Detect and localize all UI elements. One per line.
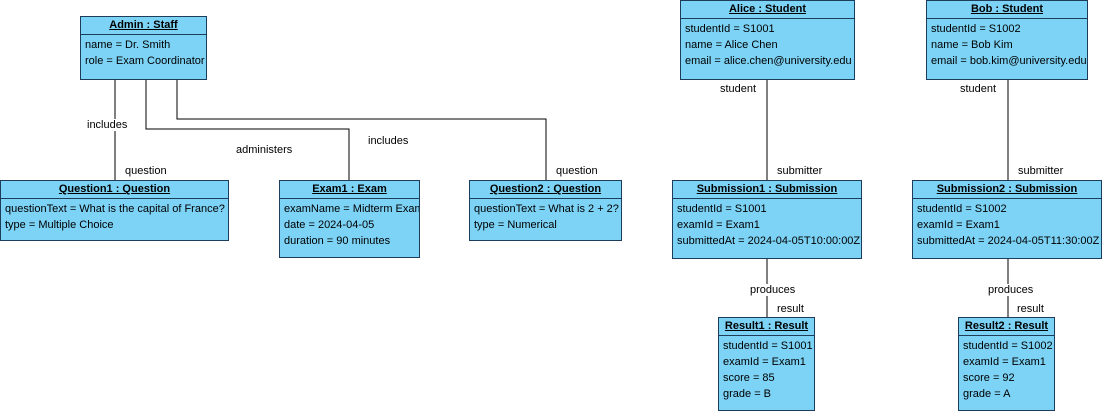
object-bob-student[interactable]: Bob : Student studentId = S1002 name = B… (926, 0, 1088, 80)
object-alice-student[interactable]: Alice : Student studentId = S1001 name =… (680, 0, 855, 80)
label-produces: produces (750, 284, 796, 296)
attribute: score = 92 (963, 372, 1015, 384)
object-submission1[interactable]: Submission1 : Submission studentId = S10… (672, 180, 862, 259)
object-title: Submission2 : Submission (913, 181, 1101, 199)
object-result2[interactable]: Result2 : Result studentId = S1002 examI… (958, 317, 1055, 411)
object-submission2[interactable]: Submission2 : Submission studentId = S10… (912, 180, 1102, 259)
attribute: examId = Exam1 (723, 356, 806, 368)
attribute: studentId = S1002 (963, 340, 1053, 352)
attribute: type = Numerical (474, 219, 557, 231)
label-administers: administers (236, 144, 293, 156)
attribute: name = Dr. Smith (85, 39, 171, 51)
object-title: Question1 : Question (1, 181, 228, 199)
label-question-role: question (556, 165, 598, 177)
attribute: studentId = S1001 (685, 23, 775, 35)
attribute: examId = Exam1 (677, 219, 760, 231)
attribute: grade = B (723, 388, 772, 400)
attribute: role = Exam Coordinator (85, 55, 205, 67)
object-title: Exam1 : Exam (280, 181, 419, 199)
object-exam1[interactable]: Exam1 : Exam examName = Midterm Exam dat… (279, 180, 420, 258)
label-result-role: result (1017, 303, 1044, 315)
label-submitter-role: submitter (1018, 165, 1064, 177)
link-admin-question2 (176, 80, 547, 180)
attribute: studentId = S1001 (677, 203, 767, 215)
object-title: Alice : Student (681, 1, 854, 19)
attribute: examId = Exam1 (963, 356, 1046, 368)
object-title: Result1 : Result (719, 318, 814, 336)
object-title: Result2 : Result (959, 318, 1054, 336)
attribute: studentId = S1001 (723, 340, 813, 352)
object-result1[interactable]: Result1 : Result studentId = S1001 examI… (718, 317, 815, 411)
attribute: studentId = S1002 (931, 23, 1021, 35)
attribute: name = Alice Chen (685, 39, 778, 51)
attribute: email = alice.chen@university.edu (685, 55, 852, 67)
attribute: submittedAt = 2024-04-05T10:00:00Z (677, 235, 861, 247)
object-title: Submission1 : Submission (673, 181, 861, 199)
attribute: questionText = What is the capital of Fr… (5, 203, 225, 215)
object-question1[interactable]: Question1 : Question questionText = What… (0, 180, 229, 241)
attribute: type = Multiple Choice (5, 219, 114, 231)
object-title: Bob : Student (927, 1, 1087, 19)
attribute: submittedAt = 2024-04-05T11:30:00Z (917, 235, 1100, 247)
attribute: studentId = S1002 (917, 203, 1007, 215)
attribute: grade = A (963, 388, 1011, 400)
label-student-role: student (720, 83, 757, 95)
label-result-role: result (777, 303, 804, 315)
attribute: examName = Midterm Exam (284, 203, 420, 215)
attribute: date = 2024-04-05 (284, 219, 375, 231)
label-produces: produces (988, 284, 1034, 296)
attribute: email = bob.kim@university.edu (931, 55, 1087, 67)
attribute: questionText = What is 2 + 2? (474, 203, 619, 215)
attribute: score = 85 (723, 372, 775, 384)
object-question2[interactable]: Question2 : Question questionText = What… (469, 180, 622, 241)
attribute: examId = Exam1 (917, 219, 1000, 231)
label-submitter-role: submitter (777, 165, 823, 177)
label-includes: includes (87, 119, 128, 131)
object-title: Admin : Staff (81, 17, 206, 35)
object-admin-staff[interactable]: Admin : Staff name = Dr. Smith role = Ex… (80, 16, 207, 80)
label-student-role: student (960, 83, 997, 95)
attribute: duration = 90 minutes (284, 235, 391, 247)
label-includes: includes (368, 135, 409, 147)
link-admin-exam1 (145, 80, 350, 180)
attribute: name = Bob Kim (931, 39, 1013, 51)
label-question-role: question (125, 165, 167, 177)
object-title: Question2 : Question (470, 181, 621, 199)
